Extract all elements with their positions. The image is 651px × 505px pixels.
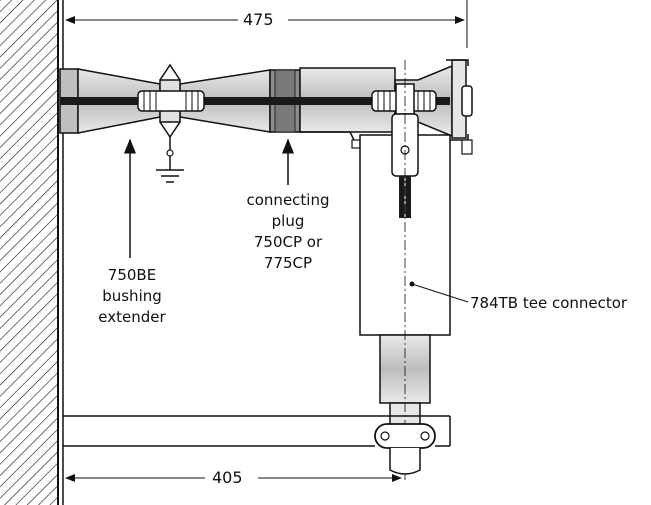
connecting-plug-label-line-4: 775CP [254, 254, 322, 272]
connecting-plug-label-line-1: connecting [240, 191, 336, 209]
bushing-extender-label-line-3: extender [92, 308, 172, 326]
top-dimension-label: 475 [240, 11, 277, 29]
threaded-stud-left [137, 90, 205, 112]
wall [0, 0, 64, 505]
bottom-dimension-label: 405 [209, 469, 246, 487]
bushing-extender-label-line-1: 750BE [100, 266, 164, 284]
bushing-extender-label-line-2: bushing [96, 287, 168, 305]
ground-symbol-icon [156, 137, 184, 183]
top-dimension-line [65, 0, 468, 48]
conductor-bar [60, 97, 450, 105]
tee-connector-label: 784TB tee connector [470, 294, 648, 312]
connecting-plug-label-line-2: plug [260, 212, 316, 230]
tee-connector-leader [409, 281, 469, 303]
mounting-bracket [63, 415, 451, 475]
connecting-plug-label-line-3: 750CP or [246, 233, 330, 251]
